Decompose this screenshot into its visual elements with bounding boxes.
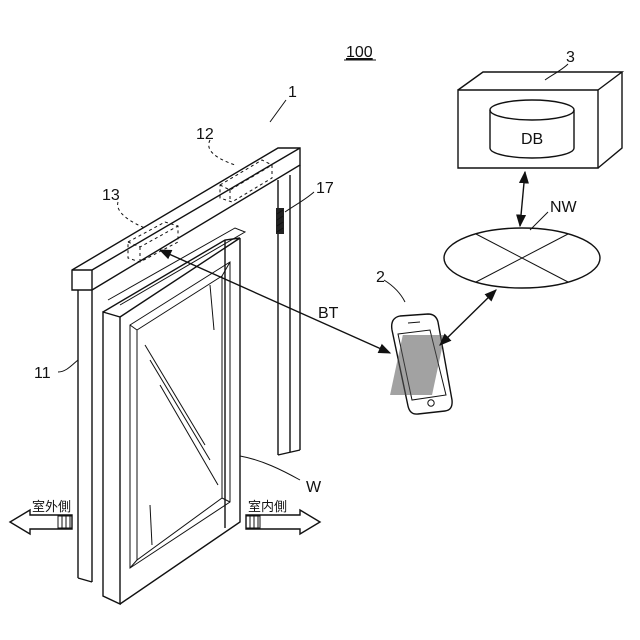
arrow-server-network (520, 172, 525, 226)
label-sensor-side: 17 (316, 180, 334, 197)
label-system: 100 (346, 44, 373, 61)
label-terminal: 2 (376, 269, 385, 286)
label-bluetooth: BT (318, 305, 339, 322)
door-glass-frame (130, 262, 230, 568)
label-indoor: 室内側 (248, 499, 287, 515)
arrows (10, 172, 525, 534)
glass-reflection (145, 285, 218, 545)
door-frame-left (78, 290, 92, 582)
door-assembly (72, 148, 300, 604)
arrow-bluetooth (160, 250, 390, 353)
door-header (72, 148, 300, 290)
label-outdoor: 室外側 (32, 499, 71, 515)
smartphone (390, 314, 452, 414)
label-database: DB (521, 131, 543, 148)
door-panel (103, 312, 120, 604)
label-server: 3 (566, 49, 575, 66)
label-sensor-top: 12 (196, 126, 214, 143)
label-door: 1 (288, 84, 297, 101)
unit-13 (128, 222, 178, 262)
label-window: W (306, 479, 322, 496)
phone-screen-pattern (390, 335, 445, 395)
database-cylinder (490, 100, 574, 158)
label-network: NW (550, 199, 578, 216)
server-box (458, 72, 622, 168)
label-unit: 13 (102, 187, 120, 204)
sensor-17 (276, 208, 284, 234)
network-ellipse (444, 228, 600, 288)
arrow-network-phone (440, 290, 496, 345)
leader-lines (58, 64, 568, 480)
label-frame: 11 (34, 365, 51, 382)
